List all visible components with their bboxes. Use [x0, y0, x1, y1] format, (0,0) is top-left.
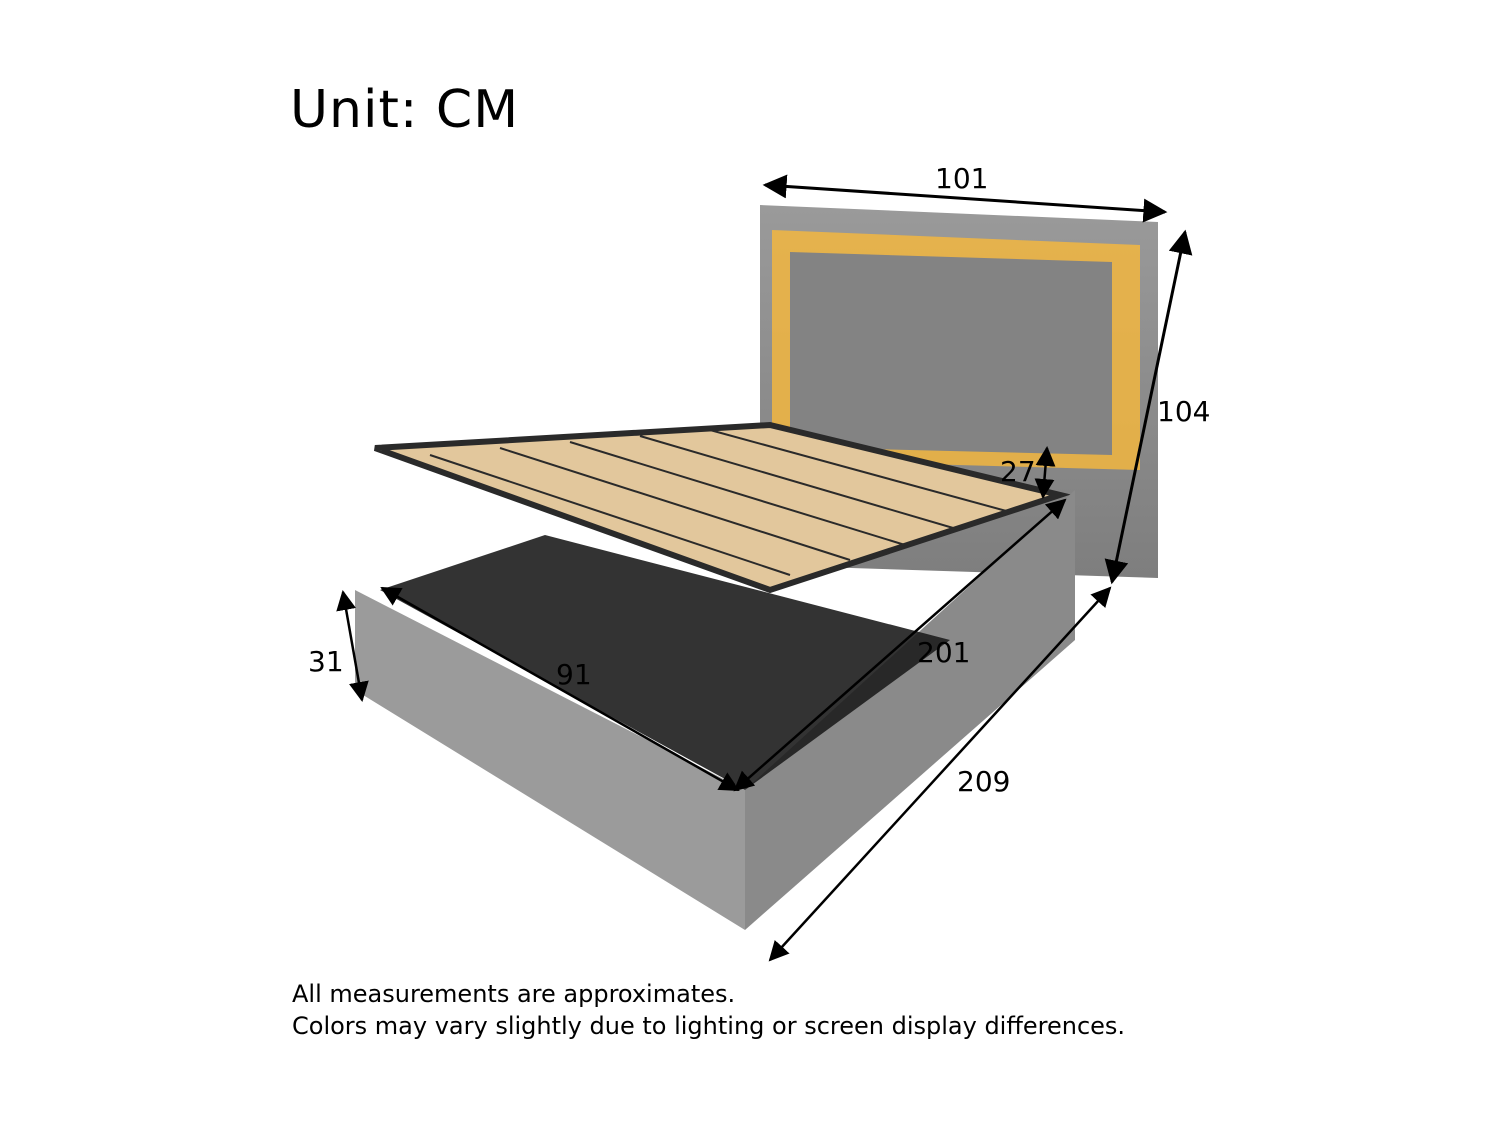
dim-headboard-width: 101	[935, 162, 989, 195]
dim-side-height: 31	[308, 645, 344, 678]
dim-inner-width: 91	[556, 658, 592, 691]
dim-inner-length: 201	[917, 636, 971, 669]
dim-total-length: 209	[957, 765, 1011, 798]
unit-title: Unit: CM	[290, 80, 520, 140]
note-colors: Colors may vary slightly due to lighting…	[292, 1012, 1126, 1040]
dim-headboard-clearance: 27	[1000, 455, 1036, 488]
dim-total-height: 104	[1157, 395, 1211, 428]
note-approximate: All measurements are approximates.	[292, 980, 736, 1008]
